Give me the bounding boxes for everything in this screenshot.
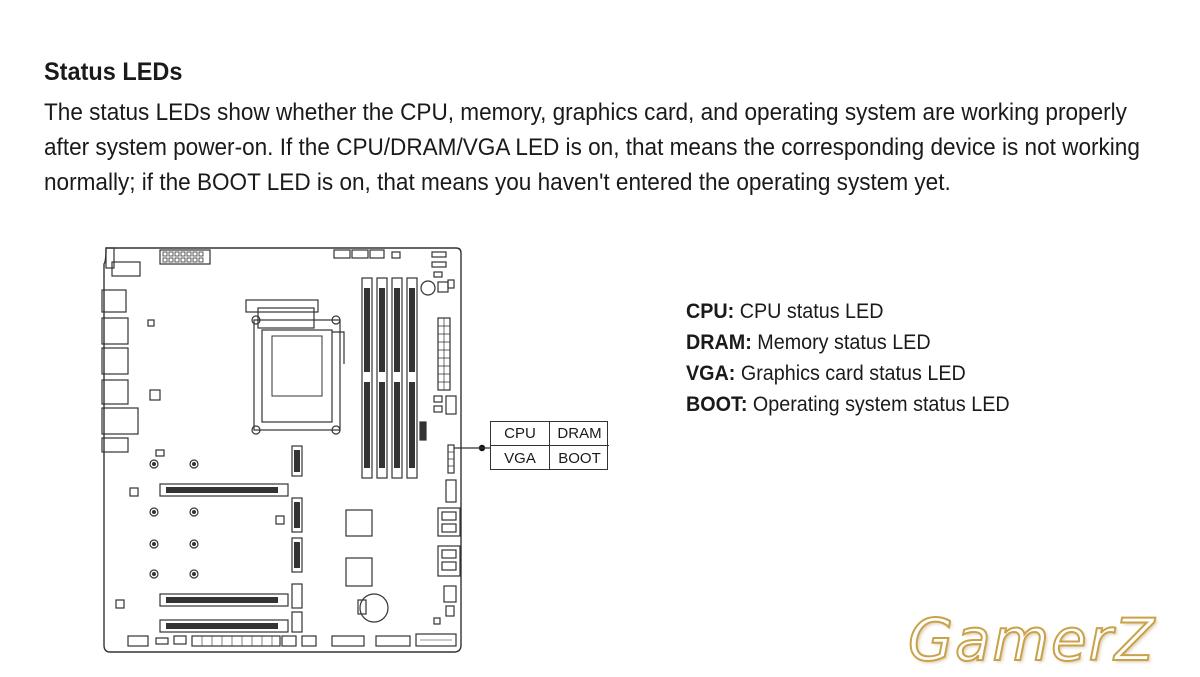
description-line: normally; if the BOOT LED is on, that me… [44, 169, 951, 196]
led-label-dram: DRAM [550, 422, 609, 446]
section-heading: Status LEDs [44, 58, 183, 86]
legend-desc: Graphics card status LED [735, 362, 966, 385]
legend-item-cpu: CPU: CPU status LED [686, 296, 1010, 327]
legend-item-vga: VGA: Graphics card status LED [686, 358, 1010, 389]
watermark-logo: GamerZ [907, 605, 1157, 675]
legend-desc: Memory status LED [751, 331, 931, 354]
led-label-vga: VGA [491, 446, 550, 470]
motherboard-diagram [101, 247, 490, 653]
description-paragraph: The status LEDs show whether the CPU, me… [44, 95, 1140, 200]
led-label-boot: BOOT [558, 449, 601, 467]
description-line: The status LEDs show whether the CPU, me… [44, 99, 1127, 126]
legend-term: CPU: [686, 300, 735, 323]
legend-item-dram: DRAM: Memory status LED [686, 327, 1010, 358]
legend-item-boot: BOOT: Operating system status LED [686, 389, 1010, 420]
legend-desc: CPU status LED [734, 300, 884, 323]
legend-term: DRAM: [686, 331, 752, 354]
led-legend: CPU: CPU status LED DRAM: Memory status … [686, 296, 1010, 420]
led-label-cpu: CPU [491, 422, 550, 446]
description-line: after system power-on. If the CPU/DRAM/V… [44, 134, 1140, 161]
led-label-box: CPU DRAM VGA BOOT [490, 421, 609, 470]
legend-term: VGA: [686, 362, 736, 385]
legend-desc: Operating system status LED [747, 393, 1010, 416]
legend-term: BOOT: [686, 393, 748, 416]
